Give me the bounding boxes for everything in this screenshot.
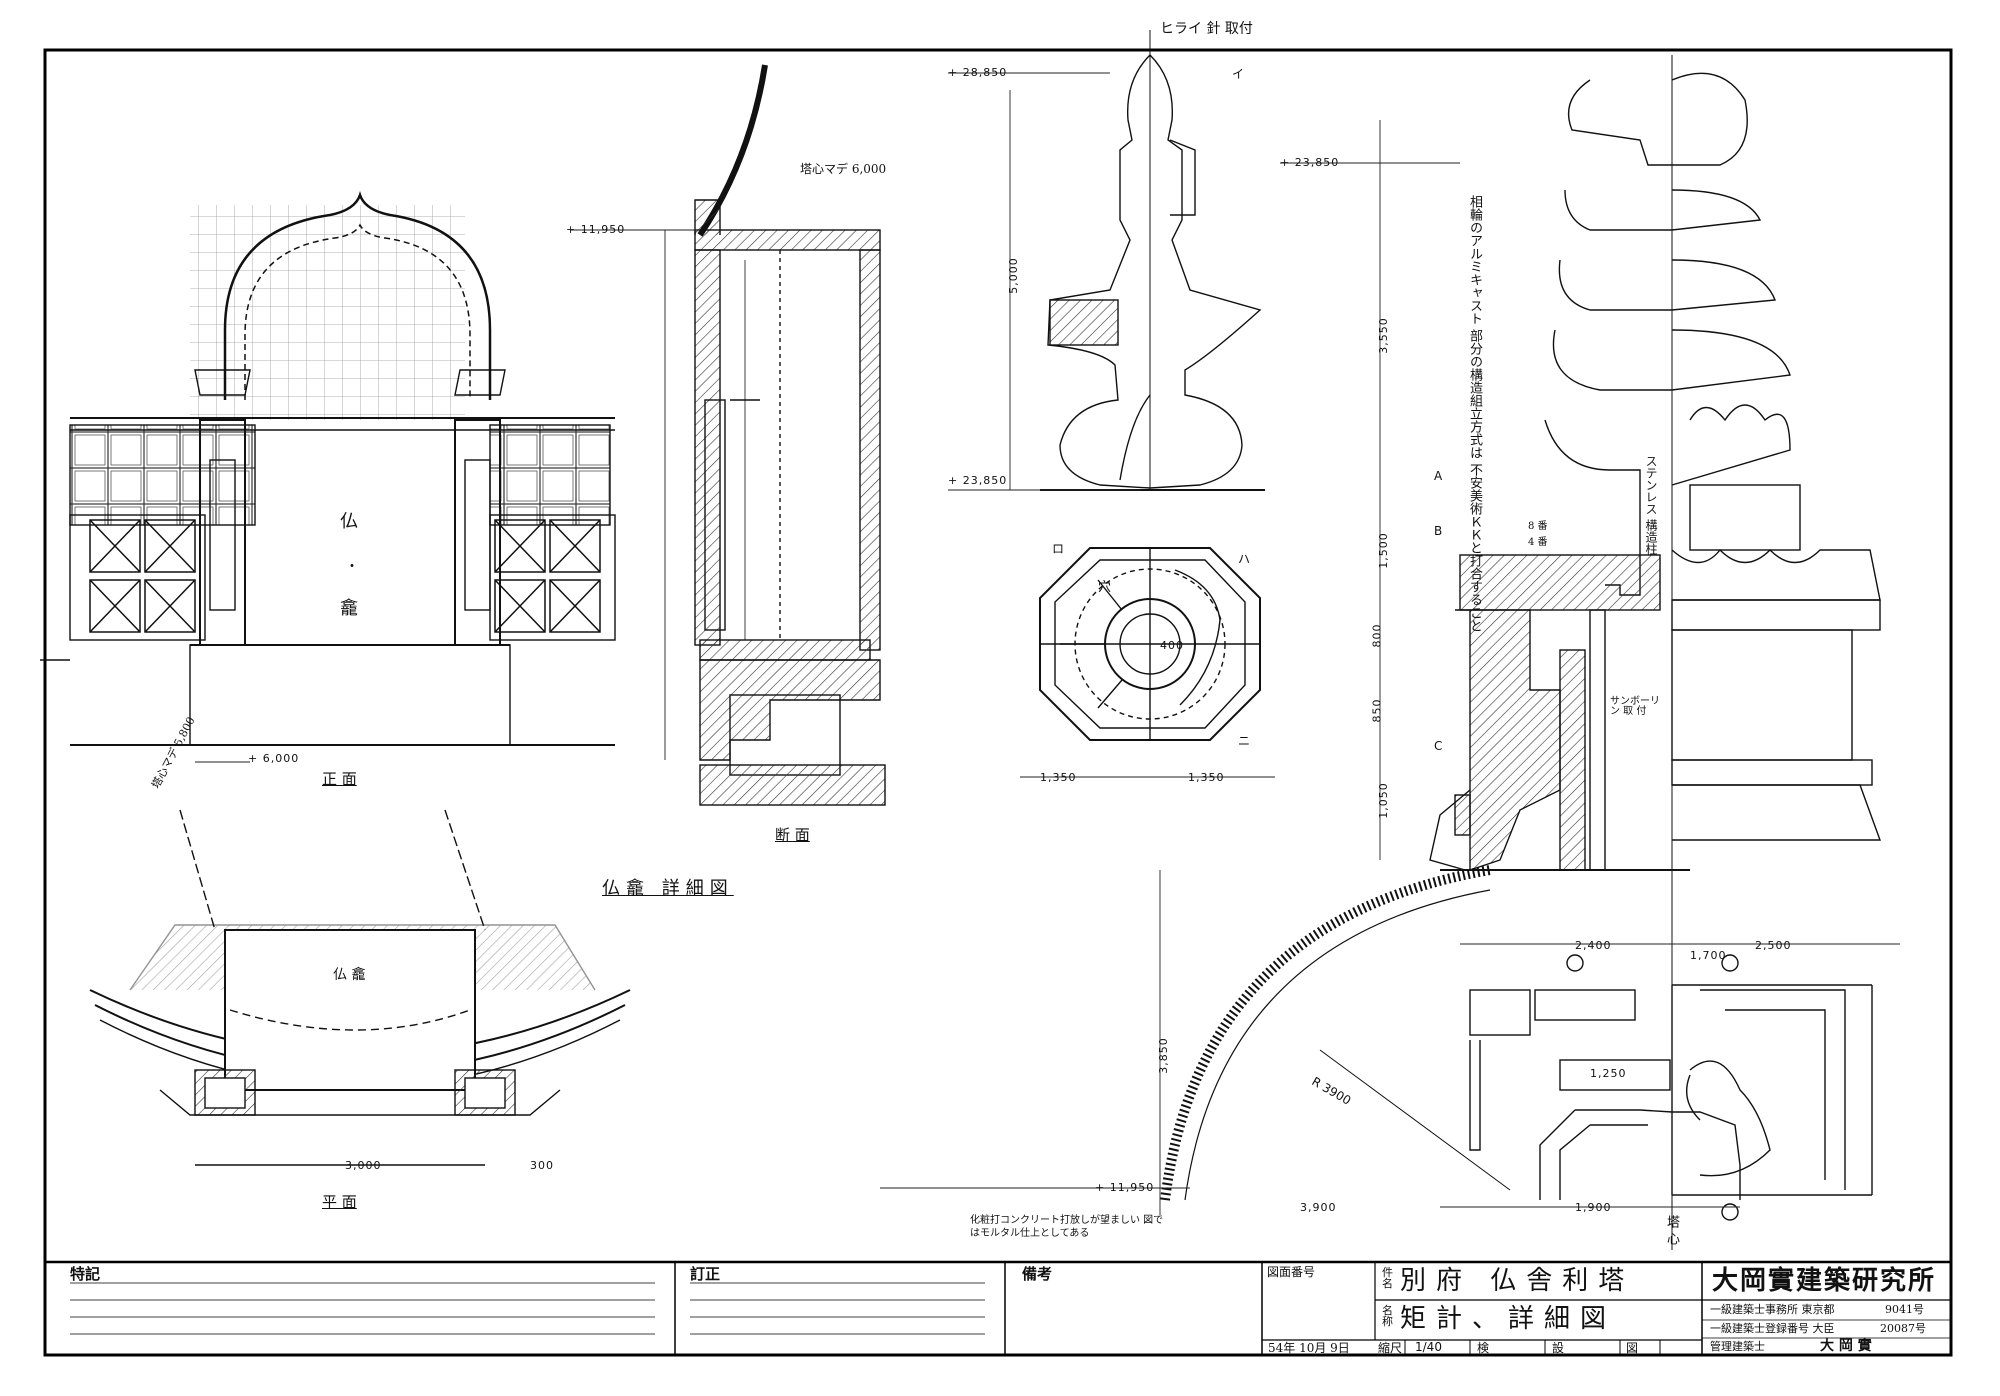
architect-name: 大 岡 實 [1820,1338,1872,1354]
finial-note-casting: 相輪のアルミキャスト 部分の構造組立方式は 不安美術ＫＫと打合すること [1467,195,1482,633]
label-sambolin: サンボーリン 取 付 [1610,696,1660,717]
dim-3900: 3,900 [1300,1201,1337,1214]
dim-2500: 2,500 [1755,939,1792,952]
dim-1350-right: 1,350 [1188,771,1225,784]
revision-label: 訂正 [690,1265,721,1283]
dim-5000: 5,000 [1006,257,1020,294]
niche-char-2: ・ [345,559,359,575]
plan-title: 平 面 [322,1193,357,1211]
dimension-lines [195,72,1900,1215]
drawn-label: 図 [1626,1341,1639,1355]
project-label: 件 名 [1382,1266,1393,1290]
dim-2400: 2,400 [1575,939,1612,952]
finial-elevation-view [1040,30,1265,491]
finial-note-column: ステンレス 構造柱 [1644,455,1658,555]
label-hole: 穴 [1098,580,1112,595]
dim-850: 850 [1370,698,1384,723]
dim-1700: 1,700 [1690,949,1727,962]
marker-c: C [1434,739,1443,753]
remarks-label: 備考 [1022,1265,1053,1283]
architect-registration-no: 20087号 [1880,1322,1926,1335]
label-wire-4: 4 番 [1528,537,1548,548]
marker-b: B [1434,524,1443,538]
level-23850-right: + 23,850 [1280,156,1340,169]
title-block-frame [45,1260,1951,1355]
sheet-border [43,48,1953,1357]
architect-label: 管理建築士 [1710,1340,1765,1353]
dim-1050: 1,050 [1376,782,1390,819]
level-6000: + 6,000 [248,752,300,765]
main-drawing-title: 仏龕 詳細図 [602,878,734,899]
office-registration-no: 9041号 [1885,1303,1924,1316]
scale-label: 縮尺 [1378,1341,1403,1355]
dim-1900: 1,900 [1575,1201,1612,1214]
level-28850: + 28,850 [948,66,1008,79]
office-registration: 一級建築士事務所 東京都 [1710,1303,1835,1316]
level-23850-left: + 23,850 [948,474,1008,487]
plan-view [89,809,631,1166]
marker-ha: ハ [1238,552,1251,566]
dome-arc [1160,865,1511,1201]
dim-3000: 3,000 [345,1159,382,1172]
section-title: 断 面 [775,826,810,844]
marker-ni: ニ [1238,734,1251,748]
dim-3850: 3,850 [1156,1037,1170,1074]
marker-i: イ [1232,67,1245,81]
check-label: 検 [1477,1341,1490,1355]
design-label: 設 [1552,1341,1565,1355]
front-elevation-title: 正 面 [322,770,357,788]
section-dome-note: 塔心マデ 6,000 [800,162,887,176]
dim-1500: 1,500 [1376,532,1390,569]
label-tower-center: 塔 心 [1664,1215,1679,1246]
drawing-no-label: 図面番号 [1267,1265,1316,1279]
dim-800: 800 [1370,623,1384,648]
front-elevation-view [40,191,616,746]
label-wire-8: 8 番 [1528,521,1548,532]
marker-ro: ロ [1052,542,1065,556]
special-notes-label: 特記 [70,1265,101,1283]
architect-registration: 一級建築士登録番号 大臣 [1710,1322,1835,1335]
dim-300: 300 [530,1159,554,1172]
level-11950-right: + 11,950 [1095,1181,1155,1194]
bottom-note: 化粧打コンクリート打放しが望ましい 図ではモルタル仕上としてある [970,1215,1164,1239]
stupa-section-view [1429,55,1881,1250]
dim-3550: 3,550 [1376,317,1390,354]
dome-plan-view [1469,954,1873,1221]
dim-1250: 1,250 [1590,1067,1627,1080]
scale-value: 1/40 [1415,1340,1442,1354]
plan-niche-label: 仏 龕 [333,967,366,983]
marker-a: A [1434,469,1443,483]
section-view [694,64,886,806]
level-11950-left: + 11,950 [566,223,626,236]
finial-plan-view [1039,547,1261,741]
office-name: 大岡實建築研究所 [1712,1266,1937,1296]
niche-char-3: 龕 [340,598,358,619]
drawing-name: 矩計、詳細図 [1400,1304,1617,1334]
niche-char-1: 仏 [340,511,358,532]
drawing-date: 54年 10月 9日 [1268,1341,1350,1355]
project-name: 別府 仏舎利塔 [1400,1266,1635,1296]
dim-400: 400 [1160,639,1184,652]
drawing-label: 名 称 [1382,1304,1393,1328]
dim-1350-left: 1,350 [1040,771,1077,784]
top-note: ヒライ 針 取付 [1160,21,1253,37]
